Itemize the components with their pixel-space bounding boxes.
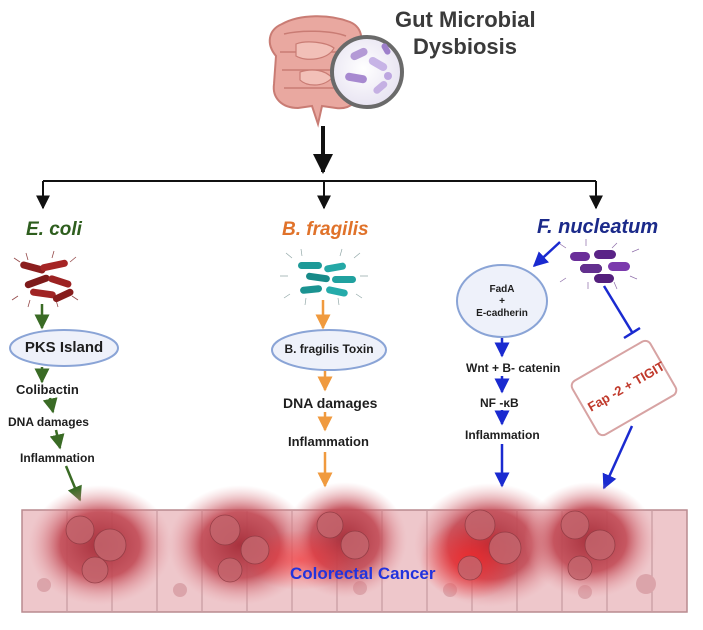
plus-text: + — [499, 296, 505, 307]
colorectal-cancer-label: Colorectal Cancer — [290, 564, 436, 583]
fnucleatum-label: F. nucleatum — [537, 216, 659, 238]
bfragilis-bacteria-icon — [280, 248, 368, 306]
bfragilis-toxin-oval — [271, 329, 387, 371]
fnucleatum-step-2: NF -κB — [480, 396, 519, 410]
pks-island-oval — [9, 329, 119, 367]
ecoli-step-1: Colibactin — [16, 382, 79, 397]
ecoli-step-2: DNA damages — [8, 415, 89, 429]
pks-island-text: PKS Island — [24, 339, 104, 356]
colon-icon — [268, 15, 363, 128]
fnucleatum-step-3: Inflammation — [465, 428, 540, 442]
fada-ecadherin-text: FadA + E-cadherin — [462, 284, 542, 320]
bfragilis-step-2: Inflammation — [288, 434, 369, 449]
title-line1: Gut Microbial — [395, 7, 536, 32]
ecadherin-text: E-cadherin — [476, 308, 528, 319]
fnucleatum-step-1: Wnt + B- catenin — [466, 361, 561, 375]
ecoli-step-3: Inflammation — [20, 451, 95, 465]
title: Gut Microbial Dysbiosis — [395, 6, 536, 60]
title-line2: Dysbiosis — [413, 34, 517, 59]
bfragilis-step-1: DNA damages — [283, 395, 378, 411]
fada-ecadherin-oval — [456, 264, 548, 338]
fap2-tigit-box — [570, 339, 678, 437]
bfragilis-arrows — [315, 300, 333, 488]
fnucleatum-arrows — [494, 241, 641, 490]
ecoli-bacteria-icon — [11, 250, 79, 308]
fada-text: FadA — [489, 284, 515, 295]
bacteria-magnifier-icon — [330, 35, 404, 109]
bfragilis-toxin-text: B. fragilis Toxin — [284, 342, 374, 356]
ecoli-label: E. coli — [26, 219, 82, 240]
bfragilis-label: B. fragilis — [282, 219, 369, 240]
fnucleatum-bacteria-icon — [559, 239, 640, 290]
colorectal-tissue-icon — [21, 482, 688, 613]
